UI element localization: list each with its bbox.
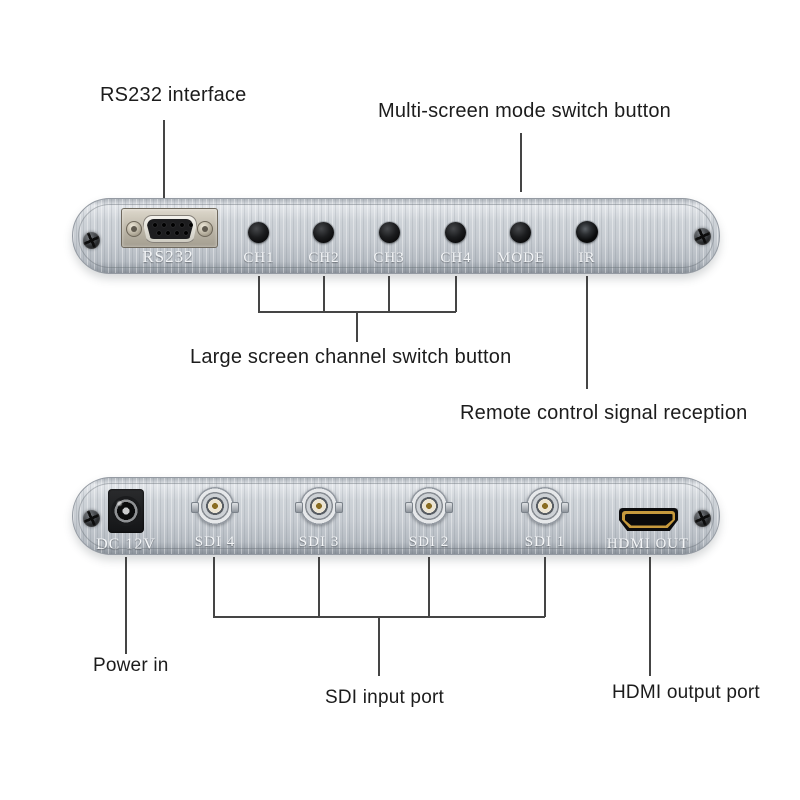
bnc-connector-sdi4 [191, 487, 239, 525]
callout-rs232-interface: RS232 interface [100, 84, 247, 106]
bracket-stem-sdi [378, 617, 380, 676]
screw-icon [694, 510, 711, 527]
nut-icon [126, 221, 142, 237]
sdi-port-label-1: SDI 1 [524, 534, 566, 550]
callout-hdmi-output: HDMI output port [612, 682, 760, 703]
bracket-stem-channels [356, 312, 358, 342]
dc-port-label: DC 12V [96, 536, 156, 553]
rs232-port-label: RS232 [142, 247, 194, 266]
button-ch4 [445, 222, 466, 243]
bracket-line-ch4 [455, 276, 457, 312]
screw-icon [83, 232, 100, 249]
front-panel: RS232 CH1 CH2 CH3 CH4 MODE IR [72, 198, 720, 274]
callout-multi-screen-mode: Multi-screen mode switch button [378, 100, 671, 122]
db9-shell [143, 215, 197, 243]
callout-sdi-input: SDI input port [325, 687, 444, 708]
button-label-ch2: CH2 [308, 250, 340, 266]
button-ch3 [379, 222, 400, 243]
button-label-ch1: CH1 [243, 250, 275, 266]
bracket-line-ch2 [323, 276, 325, 312]
sdi-port-label-3: SDI 3 [298, 534, 340, 550]
button-label-ch3: CH3 [373, 250, 405, 266]
bracket-bar-sdi [213, 616, 545, 618]
button-label-ch4: CH4 [440, 250, 472, 266]
bracket-line-ch1 [258, 276, 260, 312]
bnc-connector-sdi3 [295, 487, 343, 525]
callout-line-power [125, 557, 127, 654]
db9-socket [147, 219, 193, 239]
sdi-port-label-4: SDI 4 [194, 534, 236, 550]
bracket-bar-channels [258, 311, 456, 313]
bracket-line-sdi3 [318, 557, 320, 617]
bracket-line-ch3 [388, 276, 390, 312]
screw-icon [83, 510, 100, 527]
dc-power-jack [108, 489, 144, 533]
bracket-line-sdi4 [213, 557, 215, 617]
hdmi-port [619, 508, 678, 531]
rs232-db9-connector [121, 208, 218, 248]
callout-remote-reception: Remote control signal reception [460, 402, 748, 424]
callout-line-ir [586, 276, 588, 389]
button-ch1 [248, 222, 269, 243]
callout-line-hdmi [649, 557, 651, 676]
bracket-line-sdi2 [428, 557, 430, 617]
callout-power-in: Power in [93, 655, 169, 676]
bnc-connector-sdi2 [405, 487, 453, 525]
callout-channel-switch: Large screen channel switch button [190, 346, 512, 368]
screw-icon [694, 228, 711, 245]
sdi-port-label-2: SDI 2 [408, 534, 450, 550]
callout-line-mode [520, 133, 522, 192]
ir-port-label: IR [578, 250, 596, 266]
callout-line-rs232 [163, 120, 165, 198]
hdmi-port-label: HDMI OUT [606, 536, 690, 552]
button-label-mode: MODE [496, 250, 546, 266]
nut-icon [197, 221, 213, 237]
bracket-line-sdi1 [544, 557, 546, 617]
button-mode [510, 222, 531, 243]
back-panel: DC 12V SDI 4 SDI 3 SDI 2 SDI 1 HDMI OUT [72, 477, 720, 555]
ir-receiver [576, 221, 598, 243]
button-ch2 [313, 222, 334, 243]
bnc-connector-sdi1 [521, 487, 569, 525]
